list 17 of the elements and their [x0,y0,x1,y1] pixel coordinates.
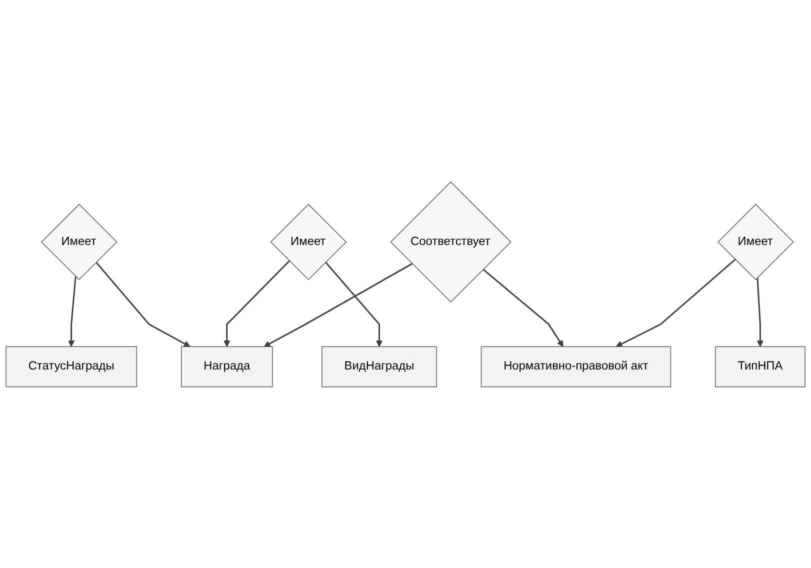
arrow [68,276,76,347]
arrow [482,268,564,347]
node-box: Награда [180,346,273,387]
arrow [96,261,190,347]
arrow [224,260,290,347]
node-diamond: Имеет [270,203,347,280]
node-box: Нормативно-правовой акт [480,346,672,387]
node-diamond: Имеет [40,203,118,280]
node-box: ВидНаграды [322,346,437,387]
node-diamond: Имеет [718,203,794,280]
arrow [616,258,736,347]
node-box: СтатусНаграды [6,346,138,387]
arrow [264,262,413,347]
node-box: ТипНПА [715,346,806,387]
arrow [324,261,383,347]
arrow [756,277,764,347]
node-diamond: Соответствует [390,181,512,302]
